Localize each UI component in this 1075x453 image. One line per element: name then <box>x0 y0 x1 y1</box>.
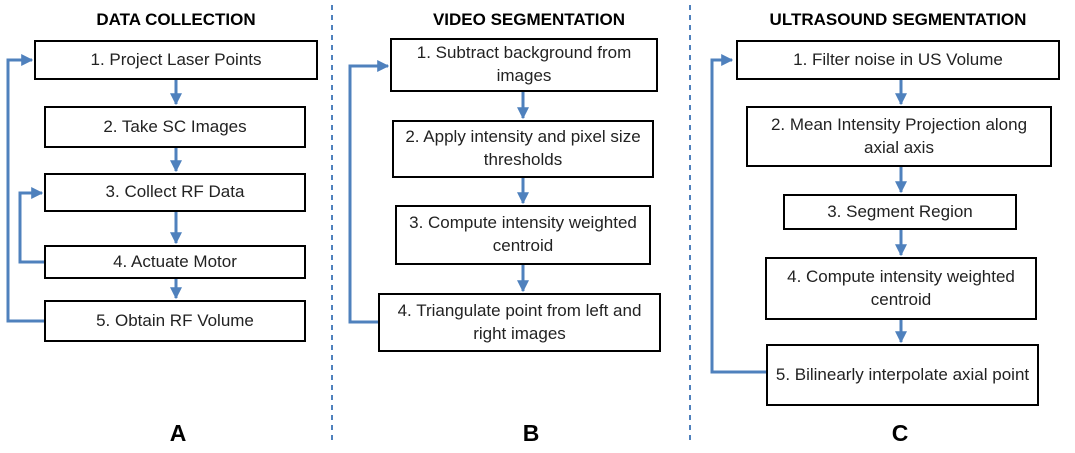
arrow-b-loop-4-1 <box>348 60 390 324</box>
panel-c-label: C <box>891 420 909 446</box>
step-c-5: 5. Bilinearly interpolate axial point <box>766 344 1039 406</box>
step-b-3: 3. Compute intensity weighted centroid <box>395 205 651 265</box>
panel-c-title: ULTRASOUND SEGMENTATION <box>769 10 1027 29</box>
step-a-5: 5. Obtain RF Volume <box>44 300 306 342</box>
panel-b-label: B <box>522 420 540 446</box>
step-b-4: 4. Triangulate point from left and right… <box>378 293 661 352</box>
step-a-1: 1. Project Laser Points <box>34 40 318 80</box>
arrow-c-loop-5-1 <box>710 54 768 374</box>
panel-a-title: DATA COLLECTION <box>96 10 256 29</box>
step-a-2: 2. Take SC Images <box>44 106 306 148</box>
step-b-2: 2. Apply intensity and pixel size thresh… <box>392 120 654 178</box>
panel-b-title: VIDEO SEGMENTATION <box>432 10 626 29</box>
arrow-a-loop-5-1 <box>6 54 44 323</box>
step-c-3: 3. Segment Region <box>783 194 1017 230</box>
step-a-4: 4. Actuate Motor <box>44 245 306 279</box>
panel-a-label: A <box>169 420 187 446</box>
step-b-1: 1. Subtract background from images <box>390 38 658 92</box>
step-c-1: 1. Filter noise in US Volume <box>736 40 1060 80</box>
step-c-2: 2. Mean Intensity Projection along axial… <box>746 106 1052 167</box>
step-c-4: 4. Compute intensity weighted centroid <box>765 257 1037 320</box>
arrow-a-loop-4-3 <box>18 187 44 264</box>
step-a-3: 3. Collect RF Data <box>44 173 306 212</box>
